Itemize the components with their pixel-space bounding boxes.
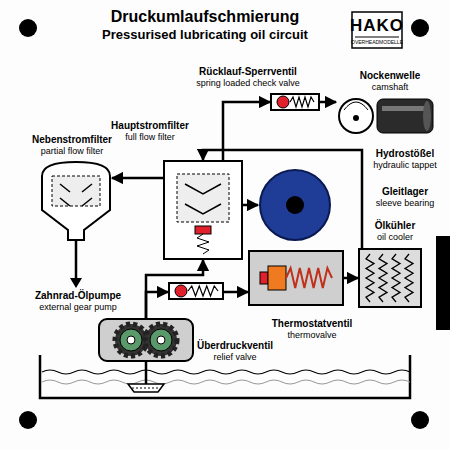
english-name: thermovalve	[272, 330, 353, 341]
component-symbol	[270, 93, 320, 111]
flow-arrow	[70, 278, 82, 288]
oil-pipe	[344, 277, 358, 280]
component-symbol	[248, 250, 344, 306]
german-name: Rücklauf-Sperrventil	[196, 66, 300, 78]
logo-rule	[355, 37, 399, 38]
oil-pipe	[112, 177, 163, 180]
german-name: Überdruckventil	[197, 340, 273, 352]
mount-hole	[411, 19, 429, 37]
english-name: relief valve	[197, 352, 273, 363]
component-label: Thermostatventilthermovalve	[272, 318, 353, 341]
english-name: partial flow filter	[32, 146, 112, 157]
component-symbol	[163, 160, 243, 260]
german-name: Zahnrad-Ölpumpe	[35, 290, 121, 302]
component-label: Rücklauf-Sperrventilspring loaded check …	[196, 66, 300, 89]
component: Überdruckventilrelief valve	[168, 282, 224, 302]
component-symbol	[376, 98, 434, 134]
mount-hole	[19, 19, 37, 37]
title: Druckumlaufschmierung	[111, 9, 299, 25]
german-name: Thermostatventil	[272, 318, 353, 330]
english-name: hydraulic tappet	[373, 160, 437, 171]
component-symbol	[98, 318, 194, 362]
logo-text: OVERHEADMODELLE	[351, 40, 403, 45]
mount-hole	[19, 411, 37, 429]
oil-pipe	[223, 102, 270, 160]
component: Gleitlagersleeve bearing	[258, 168, 332, 242]
logo-text: HAKO	[350, 17, 404, 34]
component-symbol	[168, 282, 224, 302]
german-name: Nebenstromfilter	[32, 134, 112, 146]
english-name: oil cooler	[375, 232, 416, 243]
german-name: Ölkühler	[375, 220, 416, 232]
english-name: external gear pump	[35, 302, 121, 313]
component-label: Hauptstromfilterfull flow filter	[111, 120, 189, 143]
german-name: Hydrostößel	[373, 148, 437, 160]
component-label: Überdruckventilrelief valve	[197, 340, 273, 363]
suction-pipe	[145, 362, 148, 384]
component: Hydrostößelhydraulic tappet	[376, 98, 434, 134]
subtitle: Pressurised lubricating oil circuit	[102, 28, 308, 41]
english-name: full flow filter	[111, 132, 189, 143]
component: Zahnrad-Ölpumpeexternal gear pump	[98, 318, 194, 362]
german-name: Hauptstromfilter	[111, 120, 189, 132]
english-name: sleeve bearing	[376, 198, 435, 209]
drain-pipe	[75, 240, 78, 280]
component-label: Nockenwellecamshaft	[360, 70, 421, 93]
component-label: Zahnrad-Ölpumpeexternal gear pump	[35, 290, 121, 313]
oil-strainer	[128, 384, 164, 392]
component: Hauptstromfilterfull flow filter	[163, 160, 243, 260]
component: Thermostatventilthermovalve	[248, 250, 344, 306]
component: Ölkühleroil cooler	[358, 248, 422, 308]
component-symbol	[40, 160, 112, 240]
component: Rücklauf-Sperrventilspring loaded check …	[270, 93, 320, 111]
mount-hole	[411, 411, 429, 429]
oil-wave	[42, 380, 410, 384]
component-label: Hydrostößelhydraulic tappet	[373, 148, 437, 171]
component-symbol	[258, 168, 332, 242]
component-label: Ölkühleroil cooler	[375, 220, 416, 243]
oil-pipe	[320, 101, 336, 104]
english-name: spring loaded check valve	[196, 78, 300, 89]
component: Nockenwellecamshaft	[336, 96, 376, 136]
component-symbol	[358, 248, 422, 308]
oil-pipe	[243, 204, 258, 207]
german-name: Nockenwelle	[360, 70, 421, 82]
oil-pipe	[224, 291, 248, 294]
strainer-mesh	[132, 388, 160, 389]
edge-tab	[436, 236, 450, 330]
component-label: Nebenstromfilterpartial flow filter	[32, 134, 112, 157]
oil-level	[42, 370, 410, 374]
english-name: camshaft	[360, 82, 421, 93]
component: Nebenstromfilterpartial flow filter	[40, 160, 112, 240]
oil-pipe	[146, 292, 168, 318]
component-symbol	[336, 96, 376, 136]
german-name: Gleitlager	[376, 186, 435, 198]
component-label: Gleitlagersleeve bearing	[376, 186, 435, 209]
